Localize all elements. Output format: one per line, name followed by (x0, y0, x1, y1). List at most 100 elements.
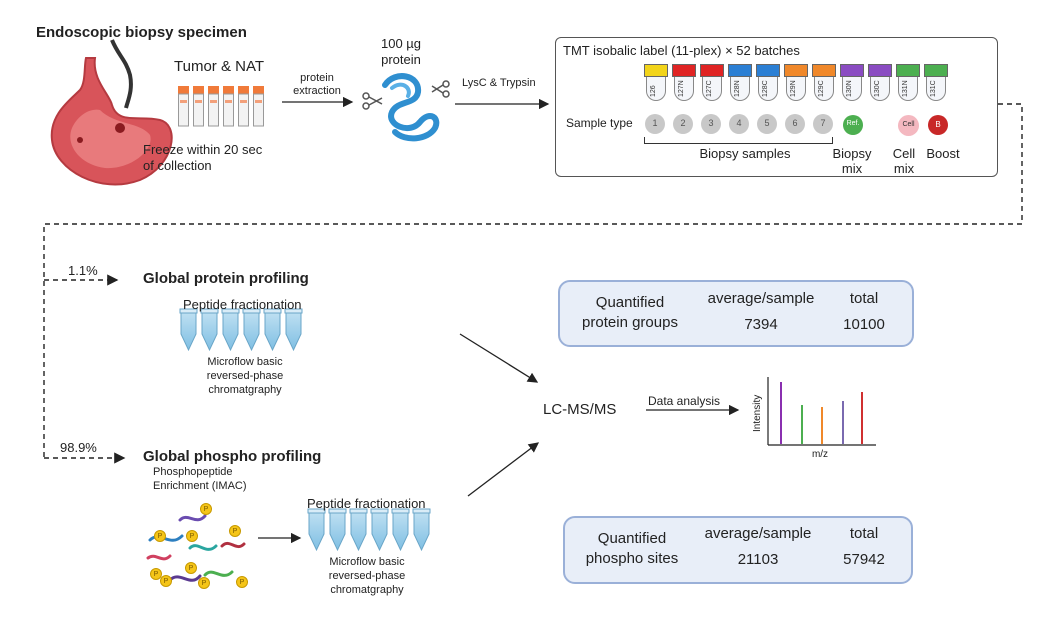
tmt-tube-cap (756, 64, 780, 77)
boost-circle (928, 115, 948, 135)
data-analysis-label: Data analysis (648, 394, 721, 408)
protein-to-lcms-arrow (459, 333, 539, 383)
sample-circle-label: 1 (652, 118, 658, 128)
phospho-avg-header: average/sample (704, 525, 812, 542)
protein-quant-label-line1: Quantified (595, 294, 665, 311)
tmt-labeling-panel (555, 37, 998, 177)
ref-circle (843, 115, 863, 135)
tmt-channel-label: 130N (846, 80, 853, 97)
phospho-profiling-title: Global phospho profiling (143, 448, 322, 465)
protein-method-line2: reversed-phase (206, 370, 284, 382)
spectrum-ylabel: Intensity (752, 394, 763, 432)
phosphate-marker: P (198, 577, 210, 589)
phospho-percent: 98.9% (60, 440, 97, 455)
protein-quant-panel (558, 280, 914, 347)
biopsy-samples-label: Biopsy samples (699, 146, 791, 161)
phospho-quant-label-line1: Quantified (597, 530, 667, 547)
tmt-tube-cap (700, 64, 724, 77)
tmt-tube-body (814, 77, 834, 101)
boost-label: Boost (926, 146, 960, 161)
protein-total-value: 10100 (843, 316, 885, 333)
tmt-channel-label: 126 (650, 85, 657, 97)
tmt-tube-cap (840, 64, 864, 77)
phosphate-marker: P (186, 530, 198, 542)
biopsy-mix-line2: mix (841, 161, 863, 176)
cell-mix-line1: Cell (892, 146, 916, 161)
tmt-tube-cap (924, 64, 948, 77)
tmt-channel-label: 129C (818, 80, 825, 97)
sample-circle-label: 4 (736, 118, 742, 128)
phosphate-marker: P (200, 503, 212, 515)
cell-label: Cell (902, 121, 915, 128)
phospho-quant-label-line2: phospho sites (585, 550, 679, 567)
sample-circle (729, 114, 749, 134)
specimen-tubes (178, 86, 264, 127)
stomach-illustration (50, 39, 173, 186)
scissors-icon (362, 92, 383, 110)
tmt-tube-body (842, 77, 862, 101)
enrichment-line2: Enrichment (IMAC) (153, 480, 247, 492)
tmt-tube-body (758, 77, 778, 101)
phospho-method-line2: reversed-phase (328, 570, 406, 582)
protein-illustration (362, 73, 450, 142)
boost-circle-label: B (935, 120, 941, 129)
tmt-channel-label: 128N (734, 80, 741, 97)
protein-fraction-tubes (179, 308, 303, 352)
phospho-method-line3: chromatgraphy (330, 584, 404, 596)
sample-circle (785, 114, 805, 134)
phospho-total-value: 57942 (843, 551, 885, 568)
tmt-tube-body (730, 77, 750, 101)
lcms-label: LC-MS/MS (543, 401, 617, 418)
phosphate-marker: P (229, 525, 241, 537)
phospho-fractionation-label: Peptide fractionation (307, 496, 426, 511)
sample-circle-label: 6 (792, 118, 798, 128)
specimen-title: Endoscopic biopsy specimen (36, 24, 247, 41)
phosphate-marker: P (185, 562, 197, 574)
extraction-label-line2: extraction (293, 85, 341, 97)
sample-circle-label: 2 (680, 118, 686, 128)
tmt-tube-cap (868, 64, 892, 77)
phospho-to-lcms-arrow (467, 442, 540, 497)
tmt-channel-label: 129N (790, 80, 797, 97)
freeze-note-line1: Freeze within 20 sec (143, 142, 263, 157)
sample-circle (673, 114, 693, 134)
phosphate-marker: P (236, 576, 248, 588)
tmt-tube-body (646, 77, 666, 101)
phosphate-marker: P (150, 568, 162, 580)
phosphopeptide-illustration (146, 514, 246, 582)
extraction-label-line1: protein (300, 72, 334, 84)
tmt-channel-label: 130C (874, 80, 881, 97)
cell-circle (898, 115, 919, 136)
tmt-tube-body (898, 77, 918, 101)
protein-profiling-title: Global protein profiling (143, 270, 309, 287)
tmt-tube-cap (644, 64, 668, 77)
protein-avg-header: average/sample (707, 290, 815, 307)
sample-circle-label: 5 (764, 118, 770, 128)
scissors-icon (431, 80, 450, 98)
sample-circle (813, 114, 833, 134)
tmt-channel-label: 131N (902, 80, 909, 97)
phospho-fraction-tubes (307, 508, 431, 552)
phospho-method-line1: Microflow basic (329, 556, 405, 568)
phospho-total-header: total (849, 525, 879, 542)
tmt-channel-label: 127N (678, 80, 685, 97)
tmt-tube-body (926, 77, 946, 101)
mass-spectrum (767, 377, 876, 446)
tmt-tube-cap (784, 64, 808, 77)
tmt-tube-cap (672, 64, 696, 77)
cell-mix-line2: mix (893, 161, 915, 176)
tmt-tube-cap (728, 64, 752, 77)
tmt-channel-label: 128C (762, 80, 769, 97)
digestion-label: LysC & Trypsin (462, 77, 536, 89)
protein-quant-label-line2: protein groups (582, 314, 678, 331)
biopsy-mix-line1: Biopsy (832, 146, 872, 161)
biopsy-bracket (644, 137, 833, 144)
phosphate-marker: P (154, 530, 166, 542)
sample-circle-label: 3 (708, 118, 714, 128)
tmt-channel-label: 131C (930, 80, 937, 97)
enrichment-line1: Phosphopeptide (153, 466, 233, 478)
dashed-route (43, 103, 1023, 458)
sample-type-label: Sample type (566, 116, 633, 130)
tmt-tube-body (674, 77, 694, 101)
